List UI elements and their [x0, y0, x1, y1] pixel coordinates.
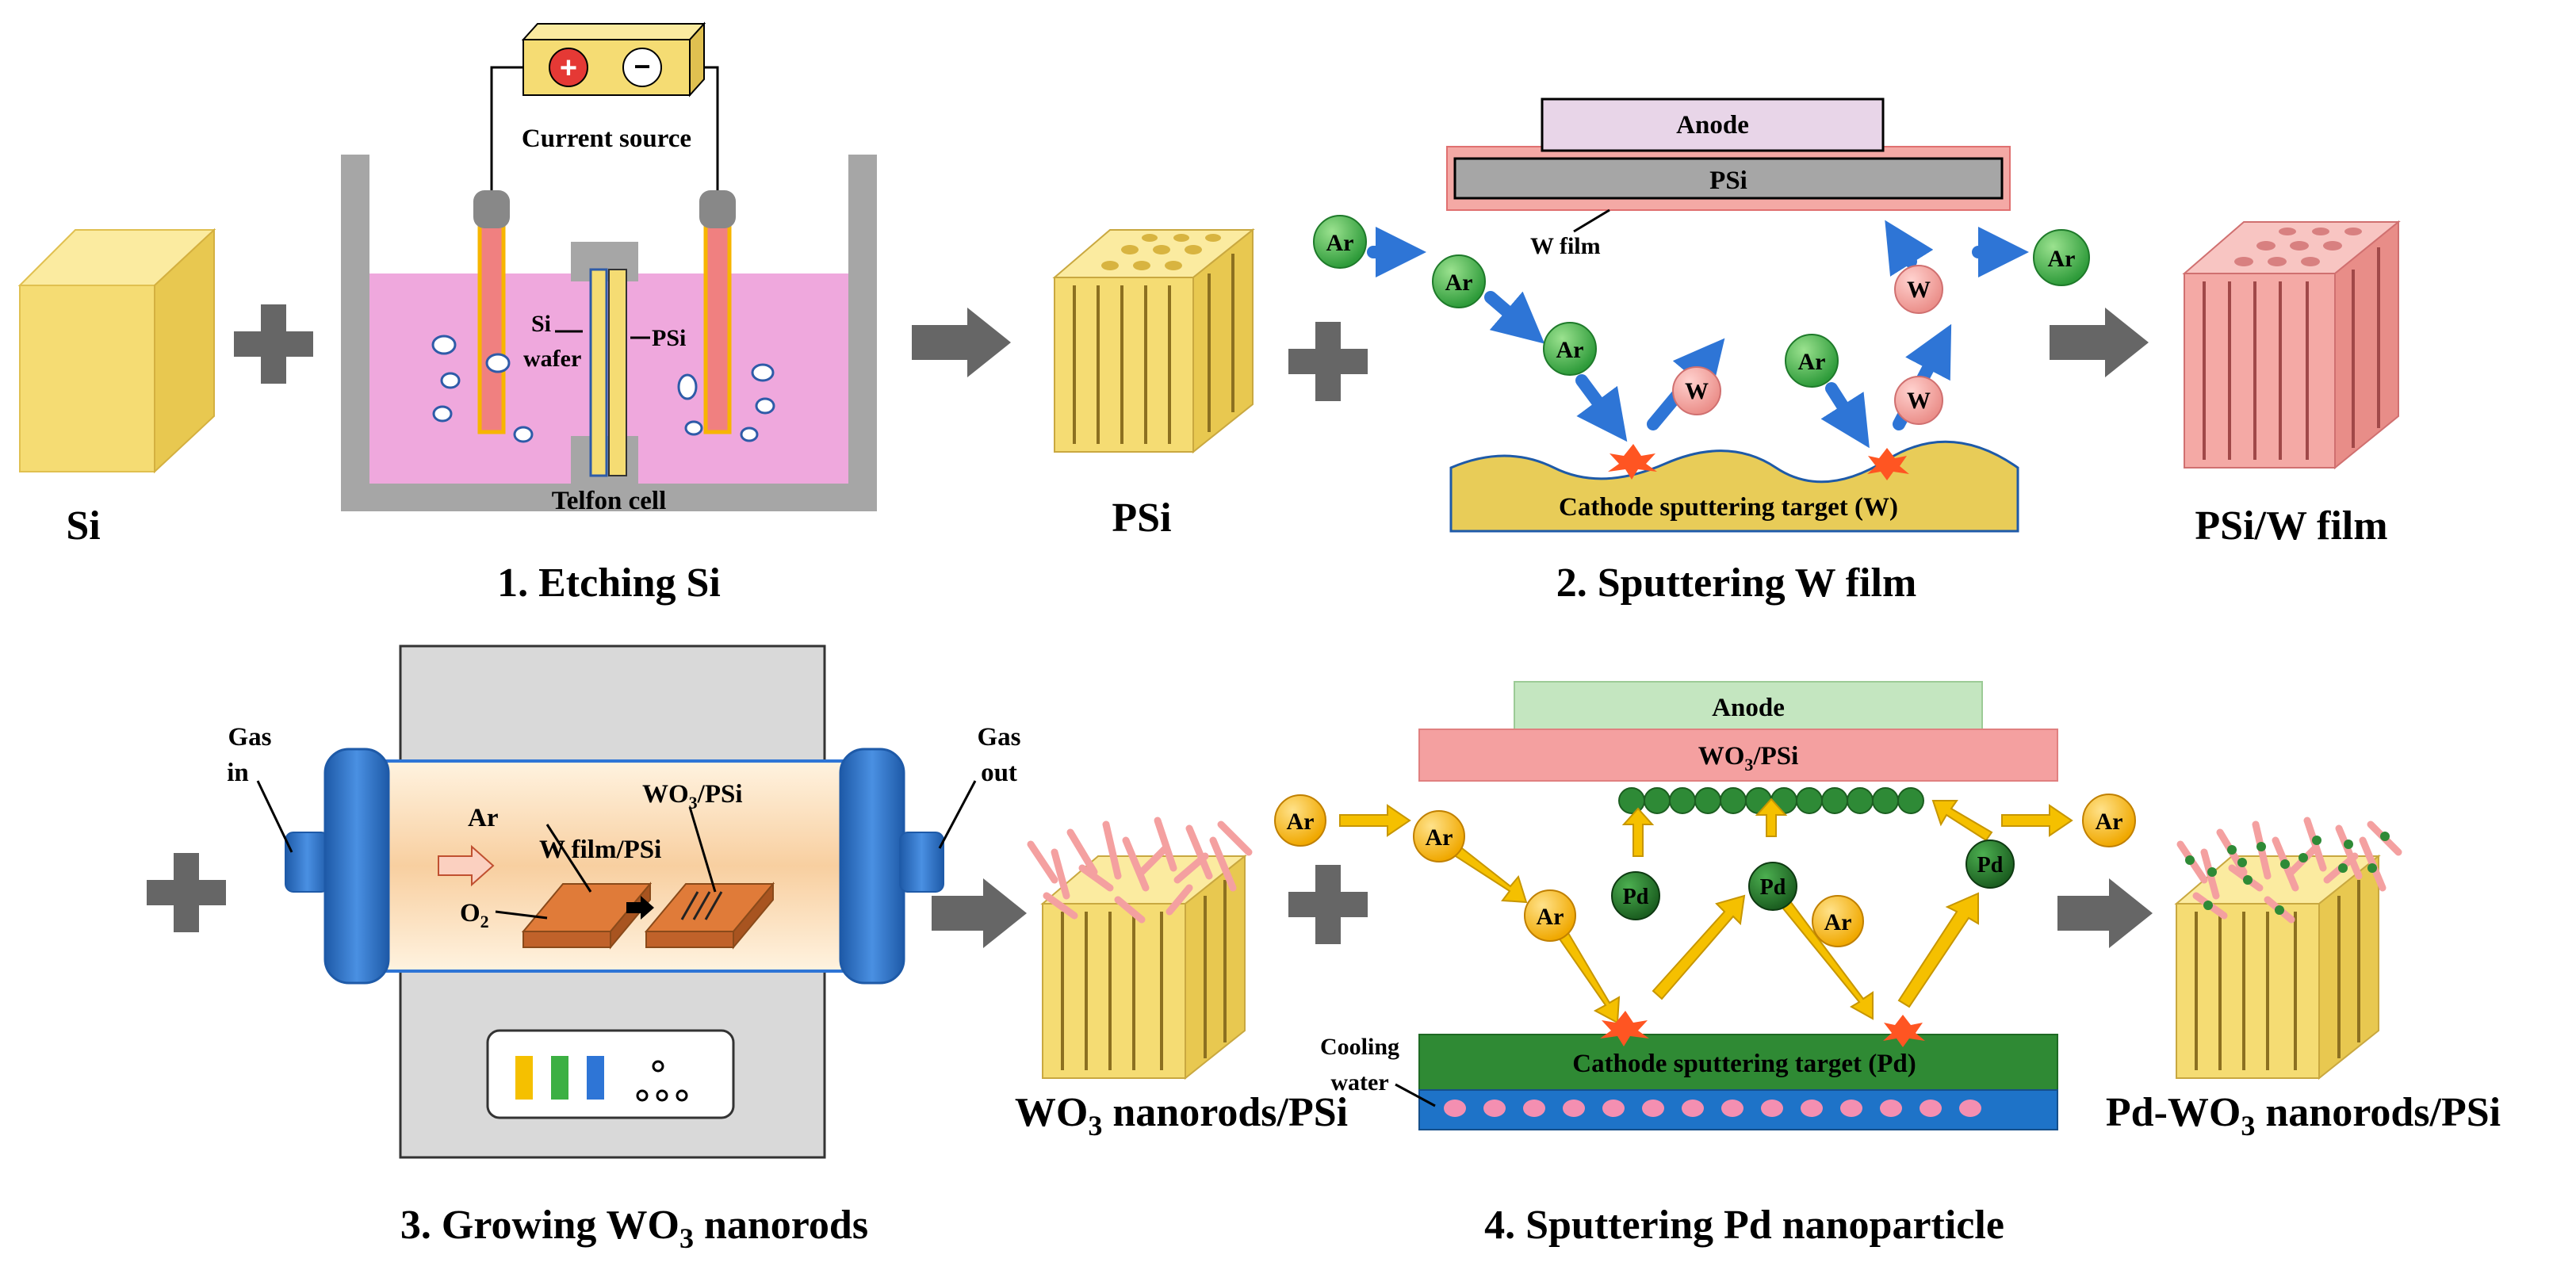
ar-ball: Ar — [2082, 794, 2136, 847]
ar-ball: Ar — [1432, 254, 1486, 308]
step2-caption: 2. Sputtering W film — [1556, 560, 1917, 606]
svg-text:Ar: Ar — [1556, 337, 1584, 363]
psi-block — [1052, 228, 1255, 454]
gas-in-label-2: in — [227, 759, 249, 787]
svg-text:Pd: Pd — [1623, 885, 1649, 909]
plus-icon — [1288, 865, 1368, 944]
svg-text:Ar: Ar — [1537, 904, 1564, 930]
si-wafer-label-1: Si — [531, 311, 551, 337]
process-arrow-2 — [2050, 308, 2149, 377]
cathode-pd-label: Cathode sputtering target (Pd) — [1572, 1050, 1916, 1078]
svg-text:Ar: Ar — [2048, 246, 2076, 272]
step3-caption: 3. Growing WO3 nanorods — [400, 1203, 868, 1254]
w-ball: W — [1894, 265, 1943, 314]
plus-icon — [1288, 322, 1368, 401]
svg-text:W: W — [1907, 277, 1931, 303]
process-arrow-3 — [932, 878, 1027, 948]
ar-ball: Ar — [1524, 889, 1576, 942]
w-ball: W — [1672, 366, 1721, 415]
svg-text:W: W — [1907, 388, 1931, 414]
ar-ball: Ar — [1543, 322, 1597, 376]
wo3-psi-label: WO3/PSi — [1698, 742, 1799, 775]
anode-2-label: Anode — [1712, 694, 1785, 722]
svg-text:Pd: Pd — [1977, 853, 2004, 878]
tube-furnace — [285, 644, 944, 1159]
cathode-w-label: Cathode sputtering target (W) — [1559, 493, 1898, 522]
ar-ball: Ar — [1313, 215, 1367, 269]
gas-in-label-1: Gas — [228, 723, 271, 752]
plus-icon — [147, 853, 226, 932]
ar-ball: Ar — [2033, 229, 2090, 286]
pd-wo3-nanorods-label: Pd-WO3 nanorods/PSi — [2106, 1090, 2501, 1142]
process-arrow-4 — [2057, 878, 2153, 948]
cooling-label-1: Cooling — [1320, 1034, 1399, 1060]
furnace-wo3-label: WO3/PSi — [642, 780, 743, 813]
svg-text:Ar: Ar — [1798, 349, 1826, 375]
psi-label: PSi — [1112, 495, 1171, 541]
ar-ball: Ar — [1274, 794, 1326, 847]
anode-1-label: Anode — [1676, 111, 1749, 140]
pd-sputter-chamber — [1418, 681, 2058, 1130]
svg-text:W: W — [1685, 378, 1709, 404]
furnace-wfilm-label: W film/PSi — [539, 836, 661, 864]
psi-w-film-label: PSi/W film — [2195, 503, 2387, 549]
ar-ball: Ar — [1812, 895, 1864, 947]
wo3-nanorods-label: WO3 nanorods/PSi — [1015, 1090, 1348, 1142]
pd-wo3-nanorods-block — [2174, 817, 2402, 1080]
etching-cell: + − — [341, 21, 877, 511]
svg-text:Ar: Ar — [2096, 809, 2123, 835]
w-impact-sparks — [1608, 444, 1909, 480]
wo3-nanorods-block — [1027, 817, 1253, 1080]
current-source-label: Current source — [522, 124, 691, 153]
gas-in-pointer — [256, 780, 293, 853]
ar-ball: Ar — [1413, 810, 1465, 862]
psi-arrow-label: PSi — [652, 325, 686, 351]
ar-ball: Ar — [1785, 334, 1839, 388]
cooling-pointer — [1395, 1083, 1436, 1107]
svg-text:Ar: Ar — [1287, 809, 1315, 835]
si-label: Si — [66, 503, 100, 549]
gas-out-pointer — [938, 780, 977, 849]
svg-text:+: + — [560, 52, 577, 85]
pd-sputter-arrows — [1339, 797, 2073, 1024]
pd-ball: Pd — [1748, 862, 1797, 911]
furnace-o2-label: O2 — [460, 899, 489, 931]
pd-impact-sparks — [1600, 1011, 1925, 1047]
gas-out-label-2: out — [981, 759, 1017, 787]
svg-text:Ar: Ar — [1445, 270, 1473, 296]
w-sputter-chamber — [1446, 98, 2019, 533]
furnace-ar-label: Ar — [468, 804, 498, 832]
svg-text:Ar: Ar — [1426, 824, 1453, 851]
cooling-label-2: water — [1330, 1069, 1388, 1096]
process-arrow-1 — [912, 308, 1011, 377]
w-ball: W — [1894, 376, 1943, 425]
psi-w-block — [2182, 220, 2401, 470]
gas-out-label-1: Gas — [977, 723, 1020, 752]
si-cube — [17, 228, 216, 474]
w-film-label: W film — [1530, 233, 1601, 259]
plus-icon — [234, 304, 313, 384]
svg-text:Ar: Ar — [1824, 909, 1852, 935]
pd-ball: Pd — [1965, 840, 2015, 889]
w-film-pointer — [1573, 208, 1610, 233]
teflon-cell-label: Telfon cell — [552, 487, 667, 515]
svg-text:−: − — [633, 50, 650, 82]
svg-text:Ar: Ar — [1326, 230, 1354, 256]
step1-caption: 1. Etching Si — [497, 560, 721, 606]
svg-text:Pd: Pd — [1760, 875, 1786, 900]
psi-target-label: PSi — [1709, 166, 1747, 195]
pd-ball: Pd — [1611, 871, 1660, 920]
step4-caption: 4. Sputtering Pd nanoparticle — [1484, 1203, 2004, 1248]
si-wafer-label-2: wafer — [523, 346, 581, 372]
